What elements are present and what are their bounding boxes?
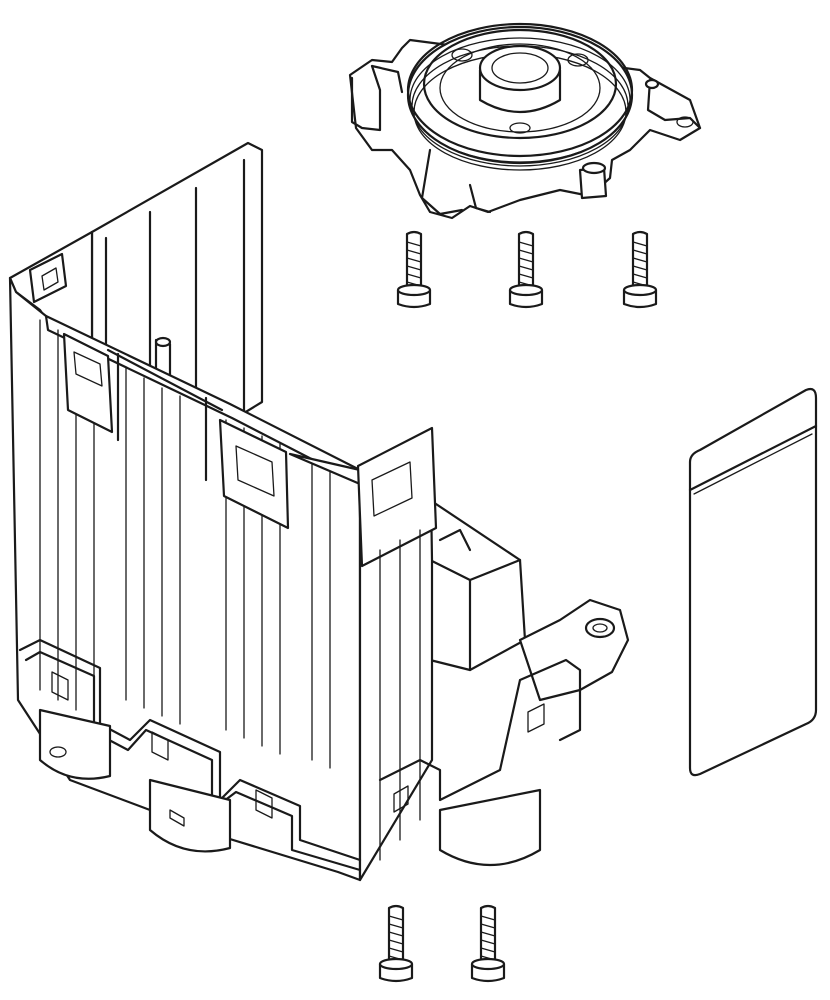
lower-screw-1 [378,904,414,983]
housing [8,141,630,882]
upper-screw-2 [508,230,544,309]
upper-screw-1 [396,230,432,309]
cover-plate [348,22,702,220]
lower-screw-2 [470,904,506,983]
label-sticker [688,387,818,777]
upper-screw-3 [622,230,658,309]
